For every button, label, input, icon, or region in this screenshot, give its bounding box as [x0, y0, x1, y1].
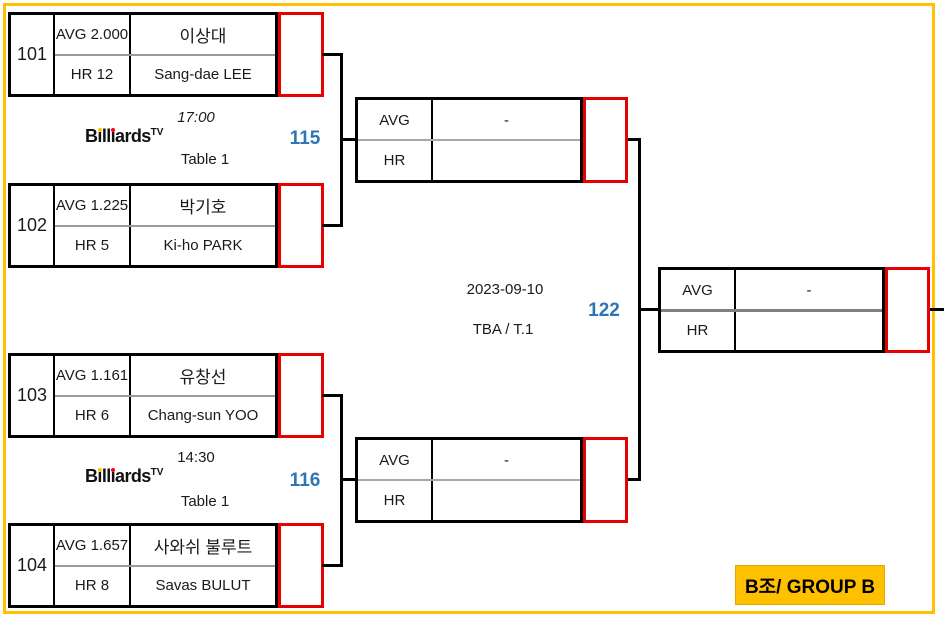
logo-red-dot-icon	[110, 467, 115, 472]
match-number: 103	[11, 356, 55, 435]
logo-yellow-dot-icon	[97, 127, 102, 132]
player-name-en: Sang-dae LEE	[154, 65, 252, 83]
connector-102-out	[322, 224, 343, 227]
player-name-en: Savas BULUT	[155, 576, 251, 594]
connector-into-semifinal-bottom	[340, 478, 355, 481]
match-stats: AVG 1.657 HR 8	[55, 526, 131, 605]
score-box-semifinal-bottom	[583, 437, 628, 523]
group-label: B조/ GROUP B	[735, 565, 885, 605]
row-divider	[55, 224, 275, 227]
player-name-kr: 박기호	[179, 198, 227, 218]
hr-label: HR	[383, 491, 406, 509]
avg-value: AVG 2.000	[55, 26, 129, 44]
row-divider	[55, 564, 275, 567]
connector-103-out	[322, 394, 343, 397]
final-box: AVG HR -	[658, 267, 885, 353]
session-115-number: 115	[289, 128, 321, 149]
match-number: 104	[11, 526, 55, 605]
score-box-104	[278, 523, 324, 608]
player-name-en: Ki-ho PARK	[163, 236, 243, 254]
session-115-table: Table 1	[180, 151, 230, 168]
match-box-102: 102 AVG 1.225 HR 5 박기호 Ki-ho PARK	[8, 183, 278, 268]
hr-value: HR 5	[74, 236, 110, 254]
player-names: 사와쉬 불루트 Savas BULUT	[131, 526, 275, 605]
connector-101-out	[322, 53, 343, 56]
hr-value: HR 6	[74, 406, 110, 424]
row-divider	[358, 479, 580, 481]
winner-slot: -	[433, 440, 580, 520]
session-116-time: 14:30	[177, 449, 215, 466]
score-box-102	[278, 183, 324, 268]
player-names: 이상대 Sang-dae LEE	[131, 15, 275, 94]
score-box-final	[885, 267, 930, 353]
player-names: 유창선 Chang-sun YOO	[131, 356, 275, 435]
match-box-103: 103 AVG 1.161 HR 6 유창선 Chang-sun YOO	[8, 353, 278, 438]
winner-placeholder: -	[504, 451, 509, 469]
winner-slot: -	[433, 100, 580, 180]
hr-value: HR 12	[70, 65, 114, 83]
player-name-kr: 이상대	[179, 27, 227, 47]
final-date: 2023-09-10	[466, 281, 544, 298]
row-divider	[55, 394, 275, 397]
avg-label: AVG	[682, 281, 713, 299]
match-number: 101	[11, 15, 55, 94]
score-box-103	[278, 353, 324, 438]
row-divider	[661, 309, 882, 312]
connector-104-out	[322, 564, 343, 567]
player-name-kr: 사와쉬 불루트	[153, 538, 253, 558]
session-116-table: Table 1	[180, 493, 230, 510]
hr-value: HR 8	[74, 576, 110, 594]
match-box-104: 104 AVG 1.657 HR 8 사와쉬 불루트 Savas BULUT	[8, 523, 278, 608]
match-stats: AVG 2.000 HR 12	[55, 15, 131, 94]
match-box-101: 101 AVG 2.000 HR 12 이상대 Sang-dae LEE	[8, 12, 278, 97]
row-divider	[55, 53, 275, 56]
connector-into-final	[638, 308, 658, 311]
connector-into-semifinal-top	[340, 138, 355, 141]
semifinal-bottom-box: AVG HR -	[355, 437, 583, 523]
connector-final-out	[930, 308, 944, 311]
player-name-en: Chang-sun YOO	[147, 406, 259, 424]
final-match-number: 122	[588, 300, 620, 321]
winner-placeholder: -	[806, 281, 812, 299]
logo-yellow-dot-icon	[97, 467, 102, 472]
connector-semifinal-top-out	[628, 138, 641, 141]
winner-slot: -	[736, 270, 882, 350]
row-divider	[358, 139, 580, 141]
session-115-time: 17:00	[177, 109, 215, 126]
avg-label: AVG	[379, 111, 410, 129]
avg-value: AVG 1.161	[55, 367, 129, 385]
connector-semifinal-bottom-out	[628, 478, 641, 481]
avg-label: AVG	[379, 451, 410, 469]
match-number: 102	[11, 186, 55, 265]
final-schedule: TBA / T.1	[472, 321, 534, 338]
semifinal-top-box: AVG HR -	[355, 97, 583, 183]
winner-placeholder: -	[504, 111, 509, 129]
session-116-number: 116	[289, 470, 321, 491]
hr-label: HR	[686, 321, 709, 339]
player-name-kr: 유창선	[179, 368, 227, 388]
avg-value: AVG 1.225	[55, 197, 129, 215]
score-box-101	[278, 12, 324, 97]
logo-red-dot-icon	[110, 127, 115, 132]
player-names: 박기호 Ki-ho PARK	[131, 186, 275, 265]
avg-value: AVG 1.657	[55, 537, 129, 555]
hr-label: HR	[383, 151, 406, 169]
score-box-semifinal-top	[583, 97, 628, 183]
